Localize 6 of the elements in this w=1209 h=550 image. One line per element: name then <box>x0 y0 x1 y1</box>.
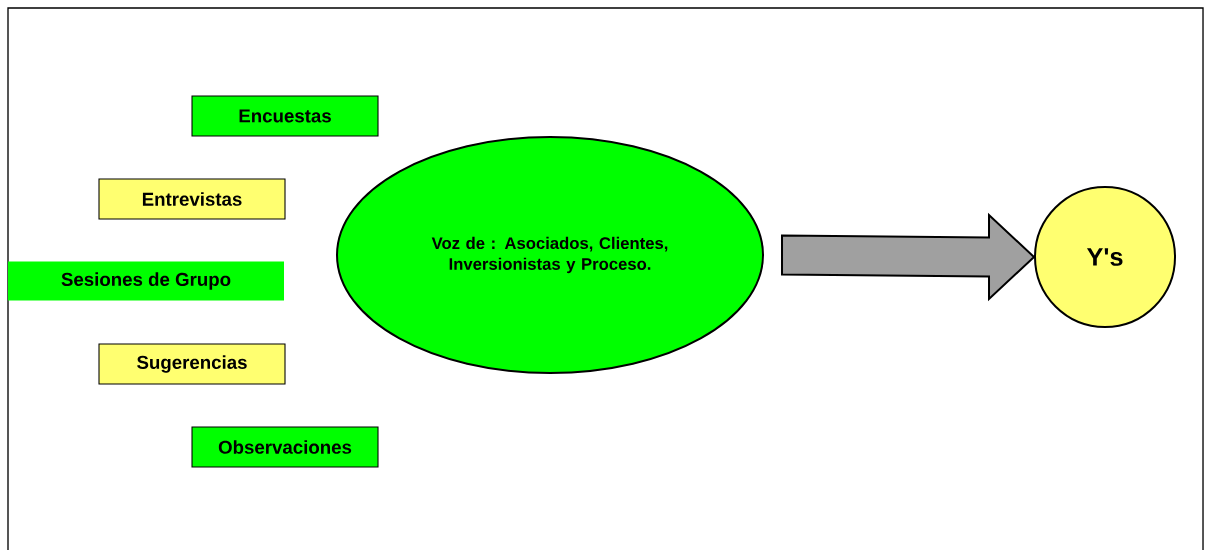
label-box: Entrevistas <box>98 178 286 220</box>
label-box: Sesiones de Grupo <box>8 261 284 301</box>
label-box: Encuestas <box>191 95 379 137</box>
label-box: Sugerencias <box>98 343 286 385</box>
label-box: Observaciones <box>191 426 379 468</box>
block-arrow <box>781 212 1036 302</box>
